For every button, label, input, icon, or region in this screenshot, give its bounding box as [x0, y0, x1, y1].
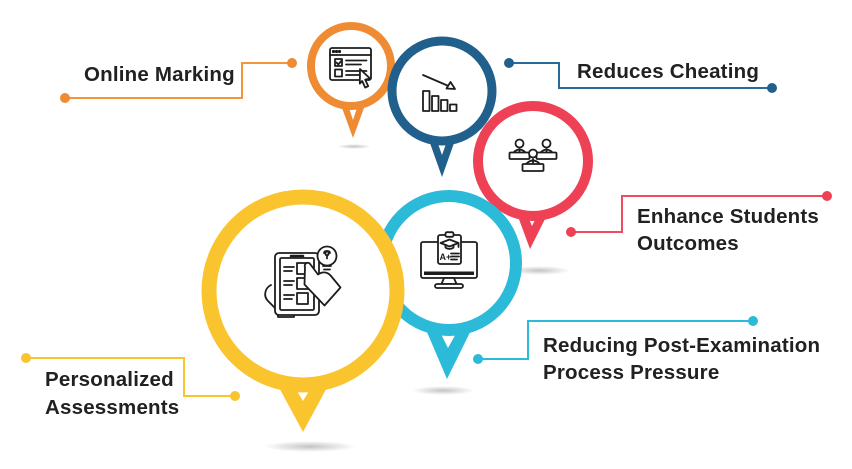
bubble-personalized-assessments: [201, 189, 405, 436]
bubble-ring: [307, 22, 395, 110]
bubble-reduces-cheating-graphic: [387, 36, 497, 177]
label-reduces-cheating: Reduces Cheating: [577, 59, 759, 85]
students-at-desks-icon: [508, 138, 558, 172]
label-line: Personalized: [45, 368, 174, 391]
bubble-ring: [387, 36, 497, 146]
label-line: Assessments: [45, 396, 180, 419]
label-reducing-post-examination: Reducing Post-Examination Process Pressu…: [543, 332, 820, 386]
shadow-personalized-assessments: [264, 441, 356, 452]
label-line: Process Pressure: [543, 361, 720, 384]
grade-text: A+: [440, 252, 452, 262]
label-enhance-students-outcomes: Enhance Students Outcomes: [637, 203, 819, 257]
bubble-personalized-graphic: [201, 189, 405, 432]
bubble-online-marking-graphic: [307, 22, 395, 138]
declining-bar-chart-icon: [422, 74, 458, 112]
bubble-enhance-students-graphic: [473, 101, 593, 249]
label-personalized-assessments: Personalized Assessments: [45, 366, 179, 422]
bubble-online-marking: [302, 17, 400, 142]
bubble-reduces-cheating: [384, 33, 500, 180]
label-line: Reducing Post-Examination: [543, 334, 821, 357]
label-line: Reduces Cheating: [577, 60, 760, 83]
label-online-marking: Online Marking: [84, 62, 235, 88]
shadow-online-marking: [337, 144, 371, 149]
browser-marking-icon: [329, 47, 372, 89]
shadow-enhance-students: [508, 266, 570, 275]
bubble-enhance-students-outcomes: [470, 98, 596, 252]
bubble-reducing-post-graphic: A+: [376, 190, 522, 379]
label-line: Enhance Students: [637, 205, 820, 228]
bubble-reducing-post-examination: A+: [376, 190, 522, 382]
monitor-grade-certificate-icon: A+: [420, 231, 478, 289]
label-line: Outcomes: [637, 232, 739, 255]
shadow-reducing-post-examination: [412, 386, 474, 395]
hand-tablet-checklist-lightbulb-icon: [264, 245, 342, 318]
label-line: Online Marking: [84, 63, 235, 86]
